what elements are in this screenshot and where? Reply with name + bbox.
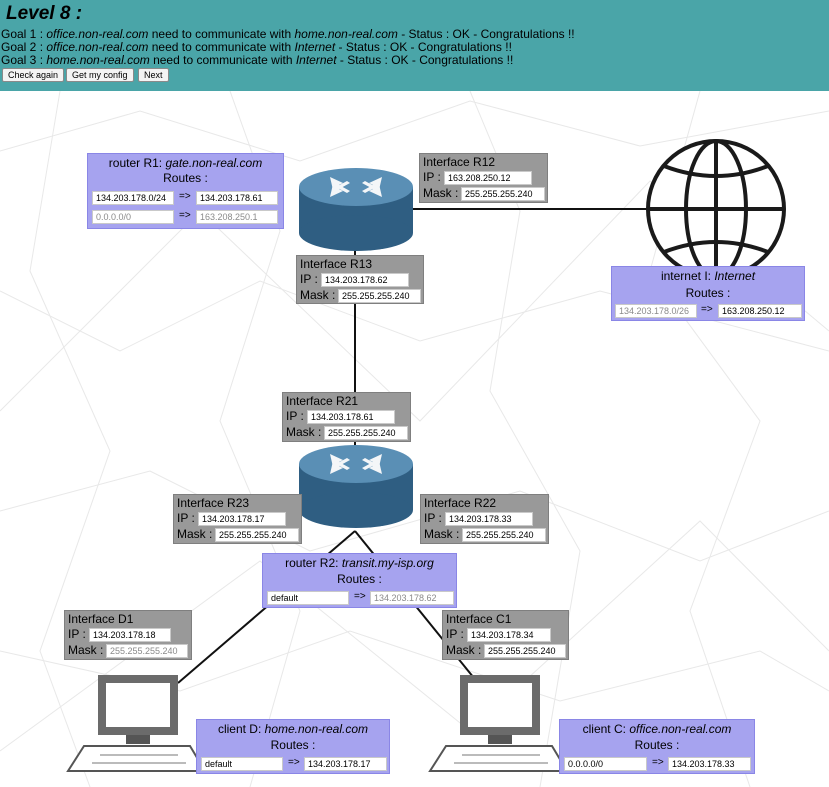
mask-field[interactable]: 255.255.255.240: [338, 289, 421, 303]
router-r2-panel: router R2: transit.my-isp.org Routes : d…: [262, 553, 457, 608]
mask-field[interactable]: 255.255.255.240: [215, 528, 299, 542]
ip-label: IP :: [286, 409, 304, 423]
ip-label: IP :: [423, 170, 441, 184]
route-gateway-field[interactable]: 134.203.178.17: [304, 757, 387, 771]
ip-label: IP :: [300, 272, 318, 286]
ip-field[interactable]: 134.203.178.61: [307, 410, 395, 424]
routes-label: Routes :: [88, 171, 283, 185]
level-title: Level 8 :: [6, 3, 82, 25]
client-d-title: client D: home.non-real.com: [197, 722, 389, 736]
ip-field[interactable]: 163.208.250.12: [444, 171, 532, 185]
router-r2-title: router R2: transit.my-isp.org: [263, 556, 456, 570]
ip-field[interactable]: 134.203.178.33: [445, 512, 533, 526]
route-destination-field[interactable]: 0.0.0.0/0: [92, 210, 174, 224]
globe-icon[interactable]: [648, 141, 784, 277]
interface-r21-panel: Interface R21 IP : 134.203.178.61 Mask :…: [282, 392, 411, 442]
mask-field[interactable]: 255.255.255.240: [484, 644, 566, 658]
mask-label: Mask :: [286, 425, 321, 439]
mask-label: Mask :: [68, 643, 103, 657]
route-destination-field[interactable]: 134.203.178.0/24: [92, 191, 174, 205]
mask-label: Mask :: [423, 186, 458, 200]
ip-field[interactable]: 134.203.178.18: [89, 628, 171, 642]
route-gateway-field[interactable]: 163.208.250.12: [718, 304, 802, 318]
goal-3: Goal 3 : home.non-real.com need to commu…: [1, 54, 513, 67]
next-button[interactable]: Next: [138, 68, 169, 82]
routes-label: Routes :: [197, 738, 389, 752]
mask-label: Mask :: [446, 643, 481, 657]
route-arrow: =>: [354, 591, 366, 602]
network-canvas: router R1: gate.non-real.com Routes : 13…: [0, 91, 829, 787]
route-gateway-field[interactable]: 134.203.178.61: [196, 191, 278, 205]
get-config-button[interactable]: Get my config: [66, 68, 134, 82]
interface-title: Interface R12: [423, 155, 495, 169]
ip-label: IP :: [446, 627, 464, 641]
mask-label: Mask :: [300, 288, 335, 302]
interface-title: Interface R21: [286, 394, 358, 408]
interface-title: Interface R13: [300, 257, 372, 271]
routes-label: Routes :: [612, 286, 804, 300]
route-arrow: =>: [179, 210, 191, 221]
interface-r12-panel: Interface R12 IP : 163.208.250.12 Mask :…: [419, 153, 548, 203]
route-destination-field[interactable]: 134.203.178.0/26: [615, 304, 697, 318]
route-gateway-field[interactable]: 134.203.178.33: [668, 757, 751, 771]
router-r1-title: router R1: gate.non-real.com: [88, 156, 283, 170]
interface-d1-panel: Interface D1 IP : 134.203.178.18 Mask : …: [64, 610, 192, 660]
route-gateway-field[interactable]: 163.208.250.1: [196, 210, 278, 224]
route-arrow: =>: [179, 191, 191, 202]
ip-field[interactable]: 134.203.178.17: [198, 512, 286, 526]
router-r1-panel: router R1: gate.non-real.com Routes : 13…: [87, 153, 284, 229]
route-arrow: =>: [652, 757, 664, 768]
computer-icon[interactable]: [430, 675, 567, 771]
router-r2[interactable]: [299, 445, 413, 528]
mask-label: Mask :: [424, 527, 459, 541]
route-arrow: =>: [701, 304, 713, 315]
client-d-panel: client D: home.non-real.com Routes : def…: [196, 719, 390, 774]
client-c-panel: client C: office.non-real.com Routes : 0…: [559, 719, 755, 774]
mask-field[interactable]: 255.255.255.240: [324, 426, 408, 440]
internet-title: internet I: Internet: [612, 269, 804, 283]
interface-c1-panel: Interface C1 IP : 134.203.178.34 Mask : …: [442, 610, 569, 660]
ip-field[interactable]: 134.203.178.62: [321, 273, 409, 287]
ip-field[interactable]: 134.203.178.34: [467, 628, 551, 642]
route-destination-field[interactable]: default: [267, 591, 349, 605]
mask-field[interactable]: 255.255.255.240: [462, 528, 546, 542]
interface-r13-panel: Interface R13 IP : 134.203.178.62 Mask :…: [296, 255, 424, 304]
interface-title: Interface D1: [68, 612, 133, 626]
interface-r23-panel: Interface R23 IP : 134.203.178.17 Mask :…: [173, 494, 302, 544]
interface-title: Interface R22: [424, 496, 496, 510]
client-c-title: client C: office.non-real.com: [560, 722, 754, 736]
routes-label: Routes :: [560, 738, 754, 752]
ip-label: IP :: [68, 627, 86, 641]
route-destination-field[interactable]: 0.0.0.0/0: [564, 757, 647, 771]
mask-field[interactable]: 255.255.255.240: [106, 644, 188, 658]
routes-label: Routes :: [263, 572, 456, 586]
mask-field[interactable]: 255.255.255.240: [461, 187, 545, 201]
ip-label: IP :: [177, 511, 195, 525]
route-gateway-field[interactable]: 134.203.178.62: [370, 591, 454, 605]
route-destination-field[interactable]: default: [201, 757, 283, 771]
interface-title: Interface C1: [446, 612, 511, 626]
router-r1[interactable]: [299, 168, 413, 251]
interface-title: Interface R23: [177, 496, 249, 510]
ip-label: IP :: [424, 511, 442, 525]
internet-panel: internet I: Internet Routes : 134.203.17…: [611, 266, 805, 321]
level-header: Level 8 : Goal 1 : office.non-real.com n…: [0, 0, 829, 91]
mask-label: Mask :: [177, 527, 212, 541]
check-again-button[interactable]: Check again: [2, 68, 64, 82]
route-arrow: =>: [288, 757, 300, 768]
interface-r22-panel: Interface R22 IP : 134.203.178.33 Mask :…: [420, 494, 549, 544]
